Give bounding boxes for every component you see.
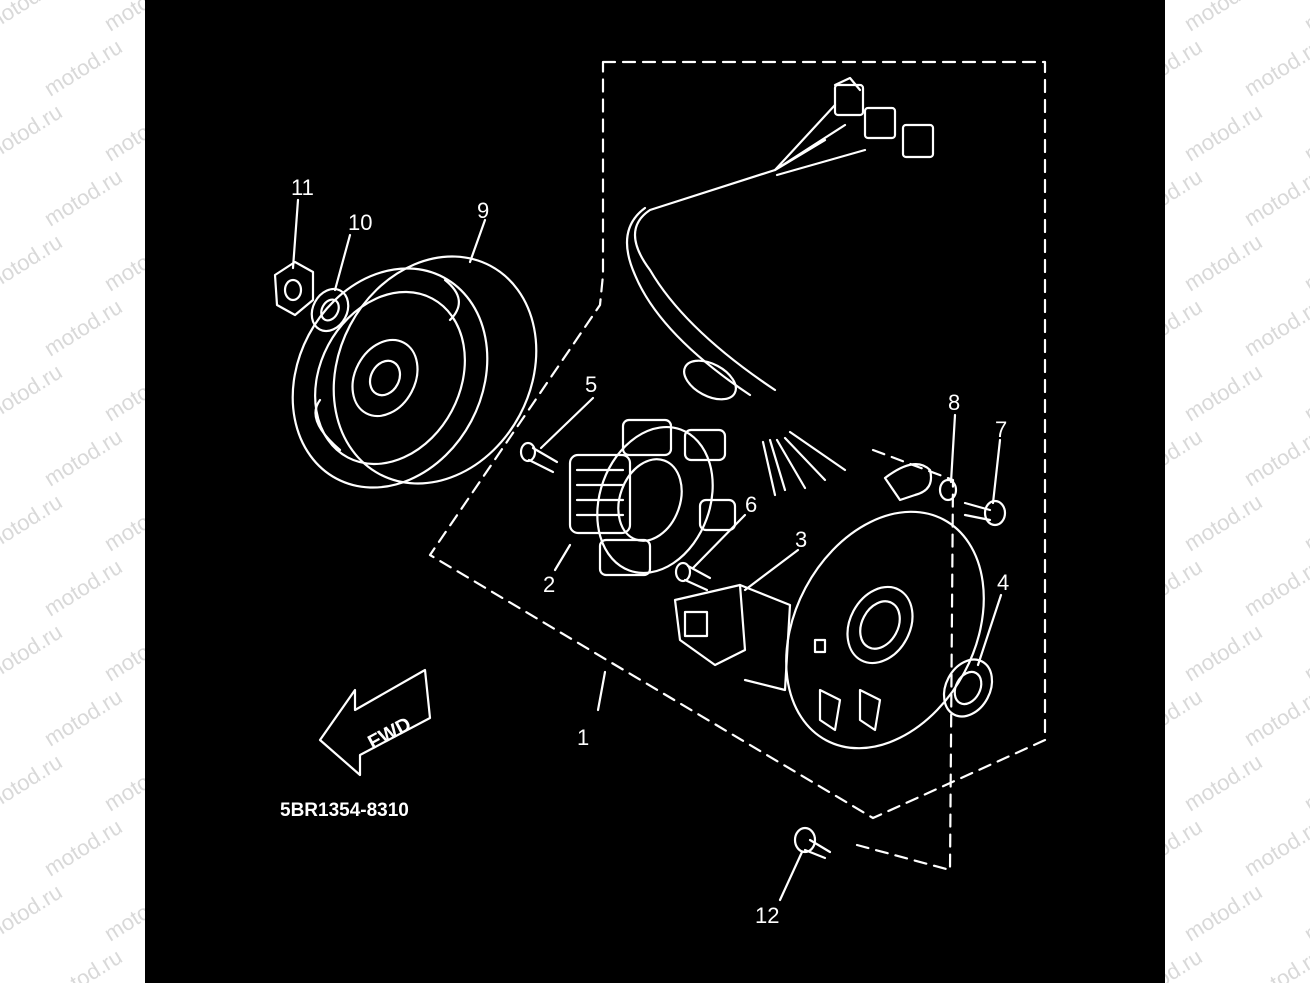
watermark-text: motod.ru: [1239, 33, 1310, 102]
watermark-text: motod.ru: [1179, 228, 1267, 297]
watermark-text: motod.ru: [1179, 98, 1267, 167]
callout-2: 2: [543, 572, 555, 597]
watermark-text: motod.ru: [1179, 748, 1267, 817]
washer: [310, 287, 350, 333]
watermark-text: motod.ru: [1299, 878, 1310, 947]
screw: [674, 561, 712, 592]
watermark-text: motod.ru: [1299, 98, 1310, 167]
assembly-boundary: [428, 60, 1047, 820]
watermark-text: motod.ru: [1239, 293, 1310, 362]
watermark-text: motod.ru: [1239, 553, 1310, 622]
callout-5: 5: [585, 372, 597, 397]
watermark-text: motod.ru: [0, 878, 67, 947]
lead-clamp: [883, 462, 933, 502]
watermark-text: motod.ru: [1239, 683, 1310, 752]
callout-3: 3: [795, 527, 807, 552]
watermark-text: motod.ru: [39, 683, 127, 752]
callout-8: 8: [948, 390, 960, 415]
stator-base-plate: [785, 510, 985, 750]
flywheel-rotor: [291, 255, 538, 489]
callout-10: 10: [348, 210, 372, 235]
watermark-text: motod.ru: [1179, 488, 1267, 557]
watermark-text: motod.ru: [1299, 488, 1310, 557]
pickup-coil: [673, 583, 792, 692]
parts-diagram: 11 10 9 5 8 7 6 3 2 4 1 12 5BR1354-8310 …: [145, 0, 1165, 983]
watermark-text: motod.ru: [1239, 943, 1310, 983]
wire-harness: [625, 76, 935, 497]
leader-lines: [291, 198, 1003, 902]
watermark-text: motod.ru: [39, 943, 127, 983]
watermark-text: motod.ru: [1299, 358, 1310, 427]
watermark-text: motod.ru: [0, 748, 67, 817]
watermark-text: motod.ru: [1239, 423, 1310, 492]
screw: [963, 499, 1007, 527]
watermark-text: motod.ru: [1179, 0, 1267, 37]
washer: [938, 478, 958, 502]
forward-arrow: [318, 668, 432, 777]
oil-seal: [942, 658, 994, 718]
watermark-text: motod.ru: [1179, 358, 1267, 427]
watermark-text: motod.ru: [0, 0, 67, 37]
watermark-text: motod.ru: [1179, 618, 1267, 687]
screw: [519, 441, 559, 474]
callout-1: 1: [577, 725, 589, 750]
callout-9: 9: [477, 198, 489, 223]
watermark-text: motod.ru: [1179, 878, 1267, 947]
stator-coil: [568, 418, 737, 577]
watermark-text: motod.ru: [1239, 813, 1310, 882]
watermark-text: motod.ru: [39, 423, 127, 492]
watermark-text: motod.ru: [39, 163, 127, 232]
nut: [273, 260, 315, 317]
watermark-text: motod.ru: [1299, 618, 1310, 687]
callout-4: 4: [997, 570, 1009, 595]
watermark-text: motod.ru: [39, 813, 127, 882]
watermark-text: motod.ru: [1239, 163, 1310, 232]
bolt: [793, 826, 832, 860]
watermark-text: motod.ru: [39, 553, 127, 622]
callout-6: 6: [745, 492, 757, 517]
watermark-text: motod.ru: [0, 488, 67, 557]
callout-labels: 11 10 9 5 8 7 6 3 2 4 1 12: [291, 175, 1009, 928]
callout-7: 7: [995, 417, 1007, 442]
exploded-view: 11 10 9 5 8 7 6 3 2 4 1 12 5BR1354-8310 …: [273, 60, 1047, 928]
watermark-text: motod.ru: [1299, 228, 1310, 297]
watermark-text: motod.ru: [0, 358, 67, 427]
callout-12: 12: [755, 903, 779, 928]
part-code: 5BR1354-8310: [280, 800, 409, 821]
watermark-text: motod.ru: [0, 618, 67, 687]
fwd-label: FWD: [364, 713, 415, 754]
watermark-text: motod.ru: [1299, 0, 1310, 37]
watermark-text: motod.ru: [39, 293, 127, 362]
watermark-text: motod.ru: [0, 98, 67, 167]
callout-11: 11: [291, 175, 314, 200]
watermark-text: motod.ru: [39, 33, 127, 102]
watermark-text: motod.ru: [1299, 748, 1310, 817]
watermark-text: motod.ru: [0, 228, 67, 297]
